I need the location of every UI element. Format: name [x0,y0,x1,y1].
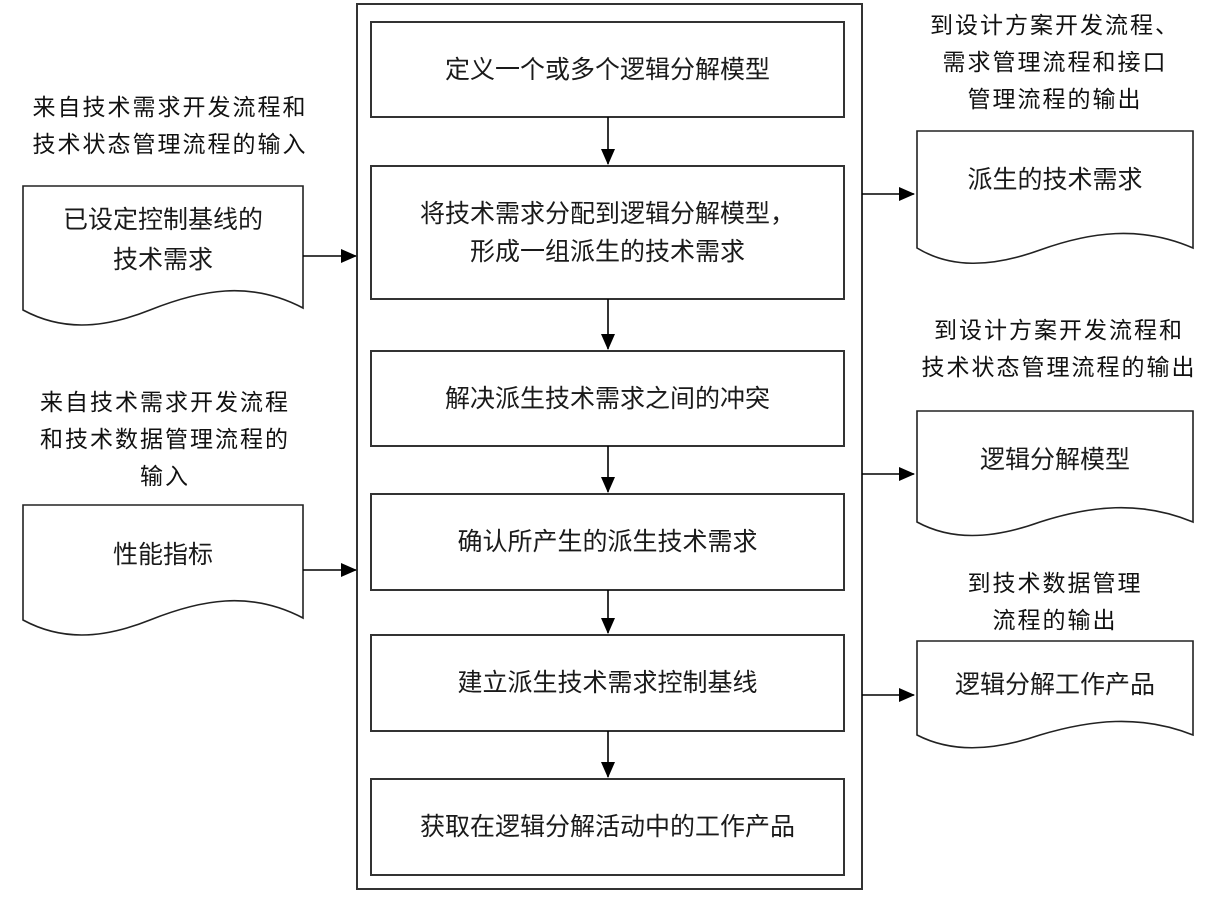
output-document-label-2: 逻辑分解模型 [979,445,1130,474]
input-document-label-1: 已设定控制基线的 技术需求 [62,205,263,274]
step-box-2 [370,165,845,300]
input-caption-1: 来自技术需求开发流程和 技术状态管理流程的输入 [32,95,308,158]
step-box-3 [370,350,845,447]
input-caption-2: 来自技术需求开发流程 和技术数据管理流程的 输入 [40,390,290,490]
output-document-shape-1 [916,130,1194,265]
output-caption-3: 到技术数据管理 流程的输出 [967,571,1143,634]
output-document-shape-3 [916,640,1194,749]
step-box-6 [370,778,845,876]
output-document-shape-2 [916,410,1194,537]
step-box-4 [370,493,845,591]
process-container [356,3,863,890]
output-caption-1: 到设计方案开发流程、 需求管理流程和接口 管理流程的输出 [930,13,1180,113]
step-label-5: 建立派生技术需求控制基线 [457,668,758,697]
output-document-label-1: 派生的技术需求 [967,165,1143,194]
input-document-label-2: 性能指标 [112,540,213,569]
output-document-label-3: 逻辑分解工作产品 [954,670,1155,699]
step-label-4: 确认所产生的派生技术需求 [457,527,758,556]
output-caption-2: 到设计方案开发流程和 技术状态管理流程的输出 [921,318,1197,381]
input-document-shape-2 [22,504,304,636]
step-label-2: 将技术需求分配到逻辑分解模型， 形成一组派生的技术需求 [419,198,795,266]
step-label-6: 获取在逻辑分解活动中的工作产品 [419,812,795,841]
input-document-shape-1 [22,185,304,326]
step-label-1: 定义一个或多个逻辑分解模型 [444,54,770,84]
step-label-3: 解决派生技术需求之间的冲突 [444,383,770,413]
